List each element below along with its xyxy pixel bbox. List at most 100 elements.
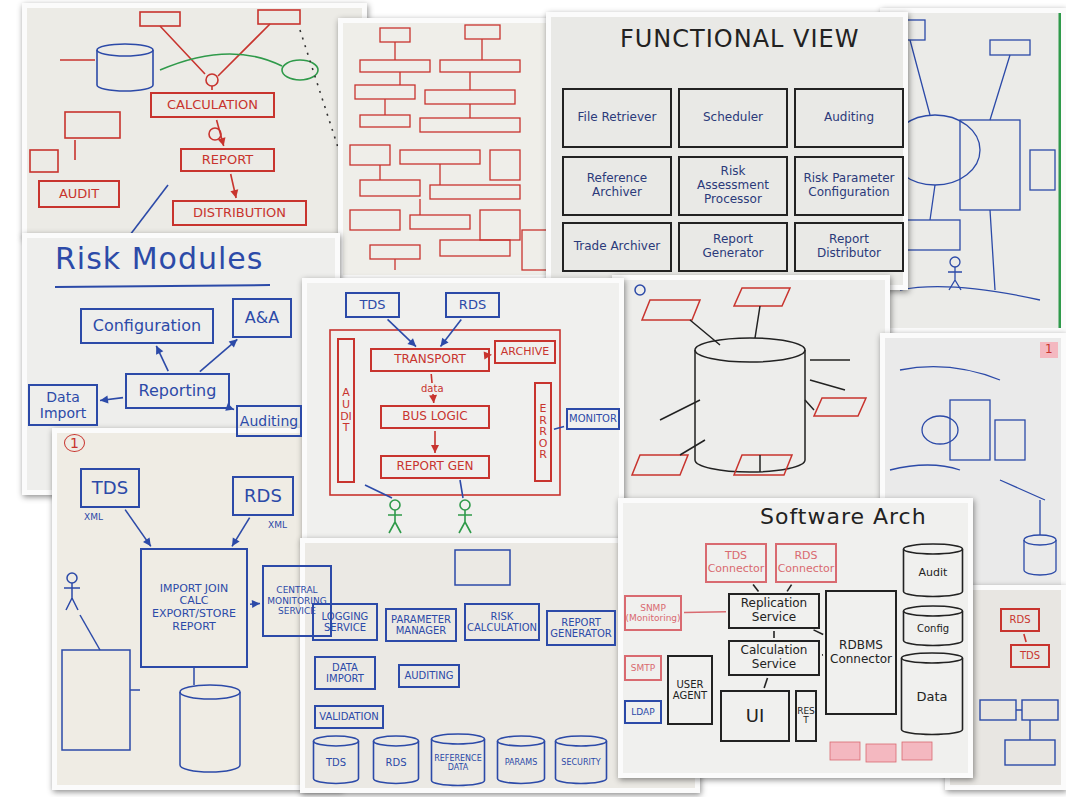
note-label: XML: [268, 520, 287, 530]
vertical-box: AUDIT: [337, 338, 355, 483]
node-text: Risk Parameter Configuration: [799, 172, 899, 200]
node-text: TDS: [359, 298, 385, 313]
connector-line: [156, 346, 168, 371]
database-cylinder: TDS: [312, 735, 360, 785]
board-heading: FUNCTIONAL VIEW: [620, 26, 859, 54]
board-heading: Risk Modules: [55, 242, 263, 277]
whiteboard-sketch: [612, 275, 890, 515]
connector-line: [440, 320, 461, 347]
node-text: RDS: [386, 757, 407, 769]
connector-line: [125, 510, 151, 547]
node-text: Calculation Service: [733, 644, 815, 672]
process-box: Reference Archiver: [562, 156, 672, 216]
node-text: AUDITING: [404, 670, 453, 682]
node-text: REFERENCE DATA: [433, 754, 483, 772]
node-text: Audit: [919, 567, 948, 580]
process-box: REPORT: [180, 148, 275, 172]
node-text: AUDIT: [339, 387, 353, 433]
database-cylinder: RDS: [372, 735, 420, 785]
connector: [484, 351, 492, 359]
node-text: ERROR: [536, 403, 550, 461]
process-box: Configuration: [80, 308, 214, 344]
process-box: VALIDATION: [314, 705, 384, 729]
process-box: Trade Archiver: [562, 222, 672, 272]
database-cylinder: Config: [902, 605, 964, 647]
node-text: AUDIT: [59, 187, 99, 202]
node-text: Trade Archiver: [574, 240, 661, 254]
node-text: TRANSPORT: [394, 353, 465, 367]
connector: [230, 174, 238, 198]
node-text: RDS: [244, 486, 282, 507]
arrow-head: [429, 395, 437, 403]
connector: [554, 427, 564, 430]
arrow-head: [229, 339, 238, 347]
database-cylinder: Audit: [902, 543, 964, 598]
node-text: Data Import: [33, 389, 93, 421]
database-cylinder: SECURITY: [554, 735, 608, 785]
process-box: Auditing: [794, 88, 904, 148]
process-box: DISTRIBUTION: [172, 200, 307, 226]
node-text: Report Generator: [683, 233, 783, 261]
process-box: LDAP: [624, 700, 662, 724]
process-box: SNMP (Monitoring): [624, 595, 682, 631]
connector: [217, 120, 226, 146]
node-text: REPORT GEN: [396, 460, 473, 474]
connector-line: [554, 427, 564, 430]
database-cylinder: REFERENCE DATA: [430, 733, 486, 787]
node-text: CALCULATION: [167, 98, 258, 113]
arrow-head: [156, 346, 163, 355]
whiteboard-sketch: [22, 3, 367, 238]
process-box: Auditing: [236, 405, 302, 437]
arrow-head: [431, 445, 439, 453]
node-text: File Retriever: [578, 111, 657, 125]
arrow-head: [218, 137, 226, 146]
node-text: SNMP (Monitoring): [625, 603, 680, 624]
node-text: Scheduler: [703, 111, 763, 125]
connector-line: [753, 585, 758, 592]
process-box: PARAMETER MANAGER: [385, 608, 457, 642]
process-box: CENTRAL MONITORING SERVICE: [262, 565, 332, 637]
connector-line: [232, 518, 250, 547]
node-text: RISK CALCULATION: [467, 611, 537, 634]
arrow-head: [252, 600, 260, 608]
connector: [753, 585, 758, 592]
process-box: TDS: [345, 292, 400, 318]
process-box: REPORT GEN: [380, 455, 490, 479]
vertical-box: ERROR: [534, 382, 552, 482]
connector-line: [787, 585, 791, 592]
node-text: REPORT GENERATOR: [550, 617, 611, 640]
node-text: TDS Connector: [708, 550, 765, 575]
node-text: PARAMS: [505, 758, 537, 767]
node-text: Auditing: [240, 413, 298, 429]
connector-line: [764, 678, 767, 688]
node-text: Reference Archiver: [567, 172, 667, 200]
connector: [431, 431, 439, 453]
process-box: Report Distributor: [794, 222, 904, 272]
node-text: UI: [746, 706, 764, 727]
node-text: Report Distributor: [799, 233, 899, 261]
node-text: LOGGING SERVICE: [317, 611, 373, 634]
callout-number: 1: [64, 434, 85, 452]
photo-frame: [338, 18, 560, 280]
node-text: SMTP: [631, 663, 655, 673]
node-text: Reporting: [139, 382, 217, 400]
process-box: RDS: [445, 292, 500, 318]
note-label: XML: [84, 512, 103, 522]
process-box: SMTP: [624, 655, 662, 681]
connector: [787, 585, 791, 592]
node-text: Config: [917, 623, 949, 635]
connector-line: [1024, 634, 1026, 642]
node-text: SECURITY: [561, 758, 600, 767]
process-box: RISK CALCULATION: [464, 603, 540, 641]
connector: [684, 611, 726, 613]
connector-line: [684, 611, 726, 613]
connector: [440, 320, 461, 347]
process-box: Risk Parameter Configuration: [794, 156, 904, 216]
vertical-box: REST: [795, 690, 817, 742]
node-text: RDS Connector: [778, 550, 835, 575]
process-box: LOGGING SERVICE: [312, 603, 378, 641]
process-box: BUS LOGIC: [380, 405, 490, 429]
connector-line: [822, 654, 823, 656]
node-text: IMPORT JOIN CALC EXPORT/STORE REPORT: [145, 583, 243, 634]
